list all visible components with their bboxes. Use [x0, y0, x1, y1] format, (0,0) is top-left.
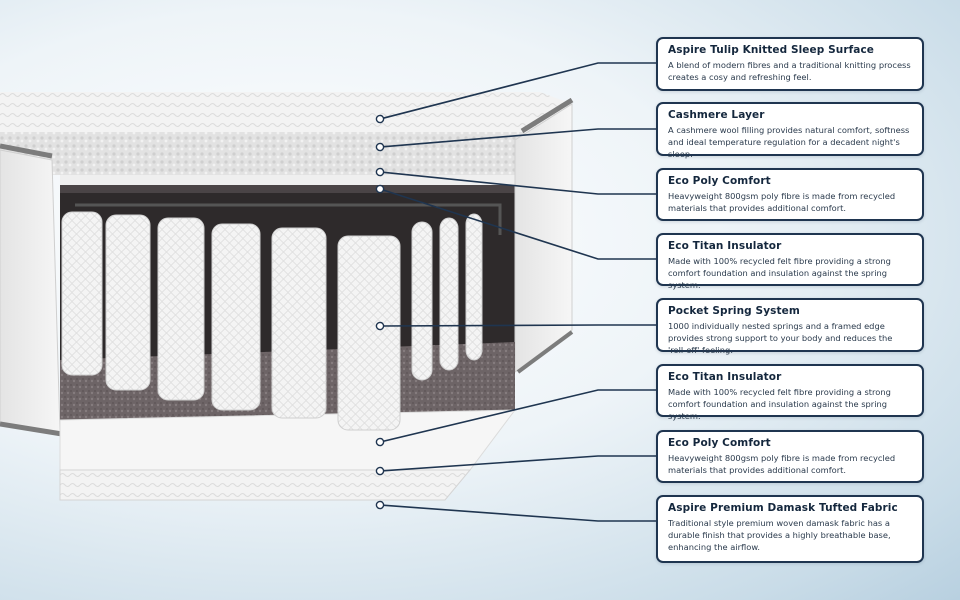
right-lower-piping: [516, 330, 574, 374]
right-border-piping: [520, 97, 574, 134]
callout-description: A cashmere wool filling provides natural…: [668, 125, 910, 159]
pocket-spring: [337, 235, 401, 431]
connector-line: [379, 324, 656, 327]
callout-description: Made with 100% recycled felt fibre provi…: [668, 387, 891, 421]
callout-description: Heavyweight 800gsm poly fibre is made fr…: [668, 453, 896, 475]
callout-description: 1000 individually nested springs and a f…: [668, 321, 893, 355]
connector-dot: [375, 167, 385, 177]
callout-eco-titan-insulator-lower: Eco Titan Insulator Made with 100% recyc…: [656, 364, 924, 421]
callout-title: Cashmere Layer: [668, 109, 765, 121]
callout-cashmere-layer: Cashmere Layer A cashmere wool filling p…: [656, 102, 924, 159]
callout-eco-titan-insulator-upper: Eco Titan Insulator Made with 100% recyc…: [656, 233, 924, 290]
callout-description: Made with 100% recycled felt fibre provi…: [668, 256, 891, 290]
connector-dot: [375, 114, 385, 124]
pocket-spring: [61, 211, 103, 376]
callout-title: Eco Titan Insulator: [668, 240, 782, 252]
connector-dot: [375, 321, 385, 331]
callout-connectors: [375, 62, 656, 522]
callout-description: A blend of modern fibres and a tradition…: [668, 60, 911, 82]
eco-poly-comfort-lower: [59, 409, 517, 471]
connector-dot: [375, 142, 385, 152]
callout-eco-poly-comfort-lower: Eco Poly Comfort Heavyweight 800gsm poly…: [656, 430, 924, 483]
pocket-spring: [157, 217, 205, 401]
eco-titan-insulator-upper: [60, 185, 530, 193]
callout-description: Heavyweight 800gsm poly fibre is made fr…: [668, 191, 896, 213]
callout-title: Aspire Tulip Knitted Sleep Surface: [668, 44, 875, 56]
left-border-piping: [0, 143, 53, 159]
connector-line: [379, 128, 656, 148]
sleep-surface-top: [0, 92, 572, 132]
pocket-spring: [439, 217, 459, 371]
pocket-spring: [465, 213, 483, 361]
connector-dot: [375, 437, 385, 447]
cashmere-layer: [0, 132, 530, 175]
callout-title: Eco Poly Comfort: [668, 437, 771, 449]
connector-dot: [375, 184, 385, 194]
spring-frame-wire: [75, 203, 502, 235]
callout-title: Aspire Premium Damask Tufted Fabric: [668, 502, 898, 514]
pocket-spring-row: [61, 211, 483, 431]
eco-poly-comfort-upper: [60, 175, 530, 185]
connector-line: [379, 62, 656, 120]
callout-title: Pocket Spring System: [668, 305, 800, 317]
callout-title: Eco Poly Comfort: [668, 175, 771, 187]
mattress-right-panel: [514, 103, 573, 373]
connector-dot: [375, 500, 385, 510]
pocket-spring: [271, 227, 327, 419]
mattress-left-panel: [0, 149, 61, 433]
connector-line: [379, 171, 656, 195]
connector-line: [379, 504, 656, 522]
bottom-left-piping: [0, 421, 63, 437]
callout-damask-fabric: Aspire Premium Damask Tufted Fabric Trad…: [656, 495, 924, 563]
connector-dot: [375, 466, 385, 476]
pocket-spring: [105, 214, 151, 391]
pocket-spring: [211, 223, 261, 411]
callout-description: Traditional style premium woven damask f…: [668, 518, 891, 552]
callout-eco-poly-comfort-upper: Eco Poly Comfort Heavyweight 800gsm poly…: [656, 168, 924, 221]
pocket-spring: [411, 221, 433, 381]
callout-pocket-spring-system: Pocket Spring System 1000 individually n…: [656, 298, 924, 355]
connector-line: [379, 188, 656, 260]
callout-title: Eco Titan Insulator: [668, 371, 782, 383]
damask-base-fabric: [59, 469, 472, 501]
callout-sleep-surface: Aspire Tulip Knitted Sleep Surface A ble…: [656, 37, 924, 91]
connector-line: [379, 389, 656, 443]
connector-line: [379, 455, 656, 472]
